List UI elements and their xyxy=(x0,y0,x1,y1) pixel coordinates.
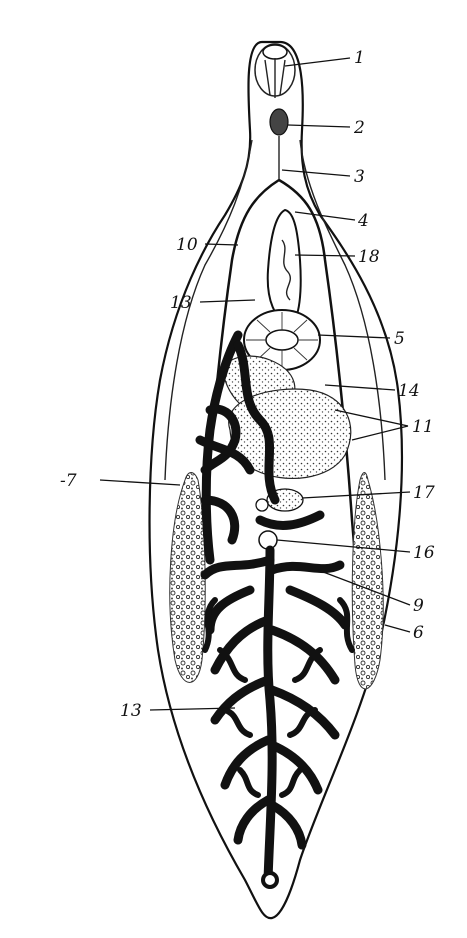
label-6: 6 xyxy=(413,623,424,643)
label-7: -7 xyxy=(60,471,77,491)
label-3: 3 xyxy=(354,167,365,187)
ventral-sucker-inner xyxy=(266,330,298,350)
label-1: 1 xyxy=(354,48,365,68)
pharynx xyxy=(270,109,288,135)
oral-sucker-opening xyxy=(263,45,287,59)
label-13-top: 13 xyxy=(170,293,192,313)
label-18: 18 xyxy=(358,247,380,267)
label-4: 4 xyxy=(357,211,369,231)
label-14: 14 xyxy=(398,381,420,401)
label-5: 5 xyxy=(394,329,405,349)
label-13-bottom: 13 xyxy=(120,701,142,721)
label-10: 10 xyxy=(176,235,198,255)
label-17: 17 xyxy=(413,483,435,503)
seminal-receptacle xyxy=(256,499,268,511)
label-16: 16 xyxy=(413,543,435,563)
label-2: 2 xyxy=(353,118,365,138)
label-9: 9 xyxy=(413,596,424,616)
label-11: 11 xyxy=(412,417,434,437)
